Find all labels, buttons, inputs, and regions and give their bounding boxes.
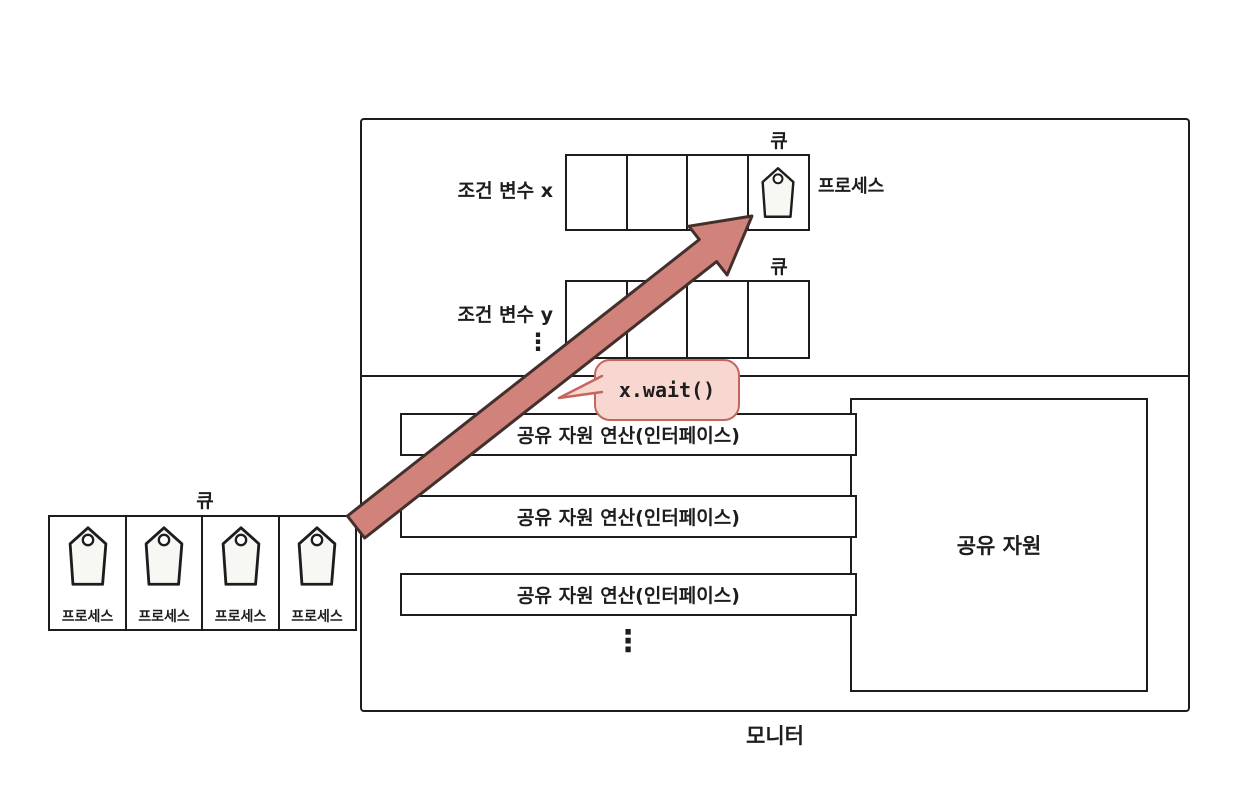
- process-tag-icon: [221, 526, 260, 586]
- condition-x-label: 조건 변수 x: [457, 180, 553, 202]
- process-tag-icon: [297, 526, 337, 586]
- process-label: 프로세스: [291, 609, 343, 625]
- shared-resource-operation-bar: 공유 자원 연산(인터페이스): [400, 495, 857, 538]
- entry-queue-label: 큐: [196, 490, 214, 512]
- process-label: 프로세스: [138, 609, 190, 625]
- condition-variables-ellipsis: ⋮: [526, 328, 550, 356]
- monitor-label: 모니터: [746, 724, 804, 748]
- entry-queue-cell: 프로세스: [124, 515, 204, 631]
- queue-cell: [746, 154, 810, 231]
- condition-x-queue-label: 큐: [770, 130, 788, 152]
- process-tag-icon: [144, 526, 184, 586]
- queue-cell: [686, 280, 749, 359]
- operation-bars-ellipsis: ⋮: [613, 624, 643, 659]
- shared-resource-operation-label: 공유 자원 연산(인터페이스): [517, 507, 740, 529]
- queue-cell: [565, 154, 628, 231]
- entry-queue-cell: 프로세스: [277, 515, 357, 631]
- shared-resource-operation-label: 공유 자원 연산(인터페이스): [517, 425, 740, 447]
- wait-callout-text: x.wait(): [618, 378, 716, 402]
- condition-y-label: 조건 변수 y: [457, 304, 553, 326]
- entry-queue-cell: 프로세스: [201, 515, 280, 631]
- condition-x-process-label: 프로세스: [818, 176, 885, 197]
- shared-resource-operation-bar: 공유 자원 연산(인터페이스): [400, 573, 857, 616]
- queue-cell: [625, 280, 689, 359]
- process-label: 프로세스: [61, 609, 114, 625]
- process-tag-icon: [68, 526, 107, 586]
- process-tag-icon: [761, 167, 795, 218]
- queue-cell: [565, 280, 628, 359]
- condition-x-queue: [565, 154, 810, 231]
- entry-queue-cell: 프로세스: [48, 515, 127, 631]
- entry-queue: 프로세스 프로세스 프로세스 프로세스: [48, 515, 357, 631]
- monitor-divider: [360, 375, 1190, 377]
- condition-y-queue-label: 큐: [770, 256, 788, 278]
- shared-resource-operation-label: 공유 자원 연산(인터페이스): [517, 585, 740, 607]
- wait-callout-bubble: x.wait(): [594, 359, 740, 421]
- queue-cell: [625, 154, 689, 231]
- condition-y-queue: [565, 280, 810, 359]
- shared-resource-label: 공유 자원: [956, 534, 1042, 558]
- queue-cell: [746, 280, 810, 359]
- process-label: 프로세스: [214, 609, 267, 625]
- queue-cell: [686, 154, 749, 231]
- shared-resource-box: 공유 자원: [850, 398, 1148, 692]
